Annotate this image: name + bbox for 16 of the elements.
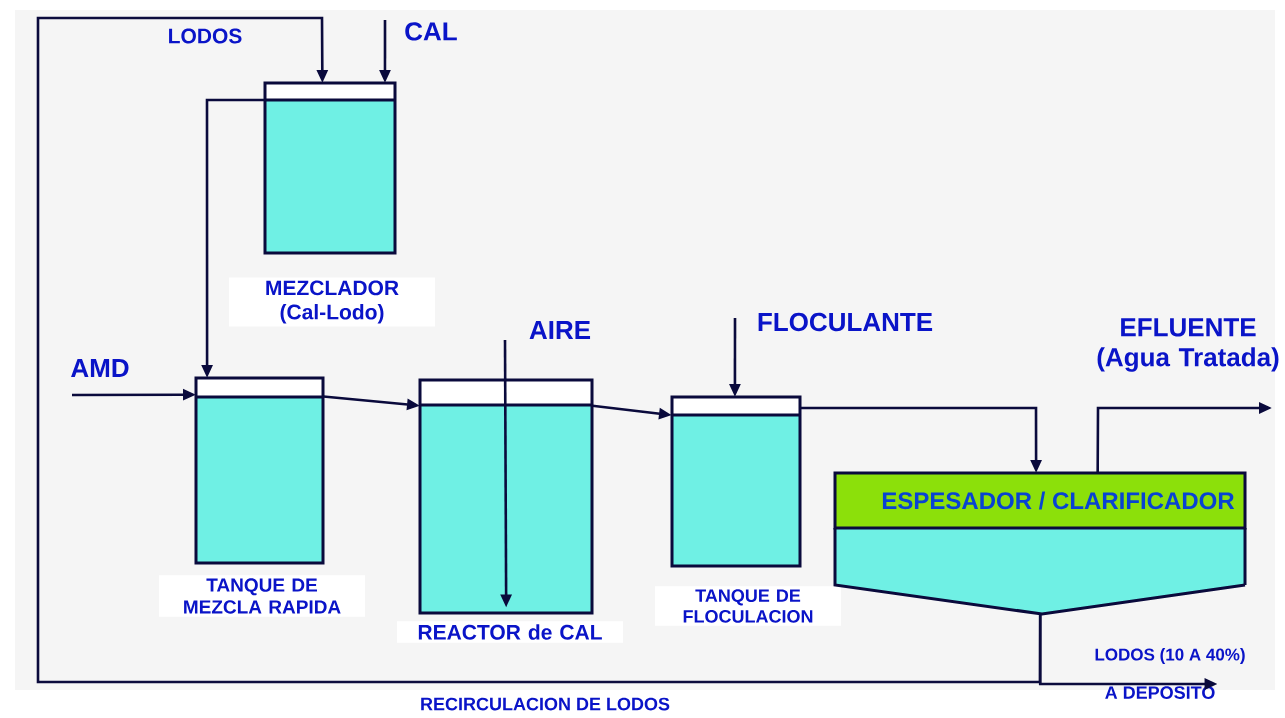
edge-label: LODOS (10 A 40%)	[1095, 648, 1245, 664]
edge-label: FLOCULANTE	[758, 312, 933, 332]
flow-label: LODOS	[169, 28, 242, 44]
arrow	[36, 16, 1042, 684]
tank-label: MEZCLADOR (Cal-Lodo)	[229, 277, 435, 327]
edge-label: AMD	[71, 359, 129, 377]
destination-label: A DEPOSITO	[1105, 686, 1215, 699]
tank-label: REACTOR de CAL	[397, 621, 623, 643]
edge-label: EFLUENTE (Agua Tratada)	[1097, 318, 1279, 372]
flow-label: RECIRCULACION DE LODOS	[421, 697, 670, 711]
node-label: ESPESADOR / CLARIFICADOR	[882, 491, 1235, 510]
edge-label: AIRE	[529, 321, 591, 339]
clarifier-tank: ESPESADOR / CLARIFICADOR	[833, 471, 1247, 616]
edge-label: CAL	[405, 22, 457, 41]
tank-label: TANQUE DE MEZCLA RAPIDA	[159, 575, 365, 617]
tank-label: TANQUE DE FLOCULACION	[655, 586, 841, 626]
